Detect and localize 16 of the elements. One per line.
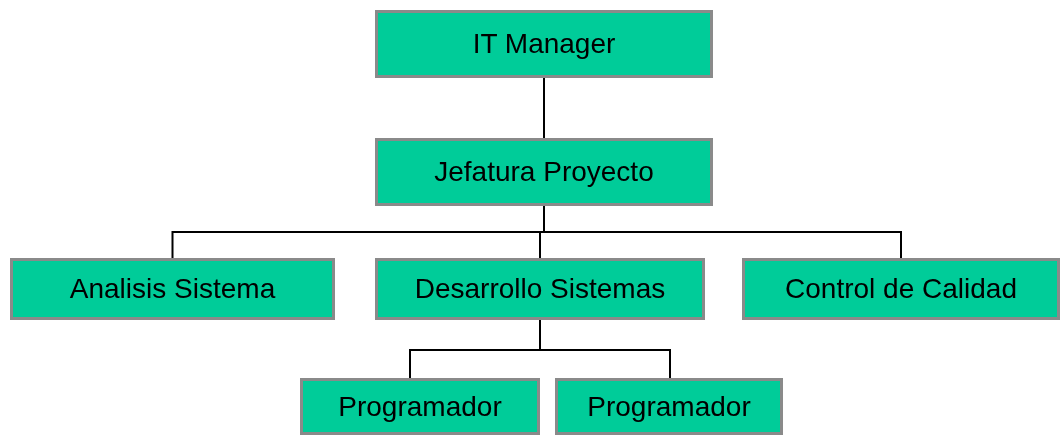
- box-label: Programador: [338, 390, 502, 423]
- box-label: Jefatura Proyecto: [434, 156, 654, 188]
- org-box: [375, 138, 713, 206]
- org-box: [300, 378, 540, 435]
- box-label: Programador: [587, 390, 751, 423]
- org-box: [375, 258, 705, 320]
- connector-line: [539, 319, 671, 379]
- box-label: Analisis Sistema: [69, 273, 276, 305]
- org-box: [375, 10, 713, 78]
- org-box: [10, 258, 335, 320]
- org-box: [742, 258, 1060, 320]
- connector-line: [543, 77, 545, 139]
- box-label: Control de Calidad: [785, 273, 1017, 305]
- org-box: [555, 378, 783, 435]
- box-label: IT Manager: [472, 28, 616, 60]
- box-label: Desarrollo Sistemas: [414, 273, 666, 305]
